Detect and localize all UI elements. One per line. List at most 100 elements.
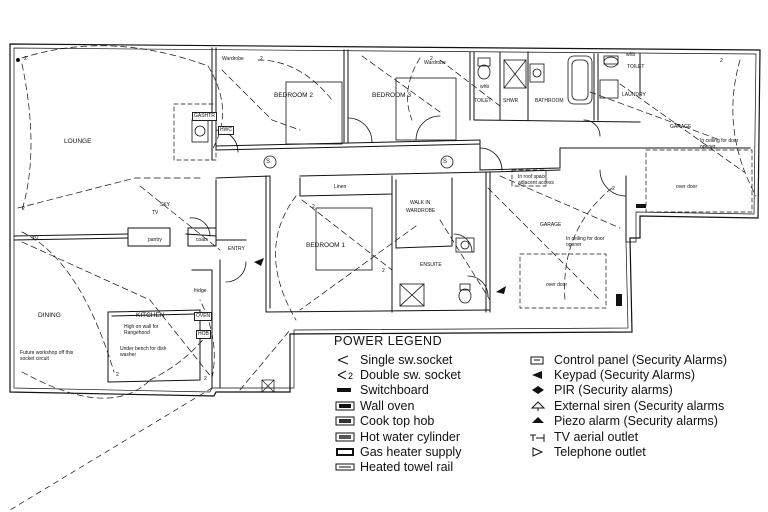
tag-oven: OVEN (194, 312, 213, 321)
note-over-door: over door (546, 282, 568, 288)
legend-item: Single sw.socket (334, 352, 461, 367)
room-label-garage: GARAGE (670, 124, 692, 130)
piezo-alarm-icon (528, 416, 554, 426)
legend-item: Heated towel rail (334, 460, 461, 475)
room-label-garage: GARAGE (540, 222, 562, 228)
double-socket-icon: 2 (334, 370, 360, 380)
legend-title: POWER LEGEND (334, 334, 443, 348)
tag-hob: HOB (196, 330, 211, 339)
legend-item: TV aerial outlet (528, 429, 727, 444)
note-roof-space: In roof space adjacent access (518, 174, 554, 186)
socket-count: 2 (612, 186, 615, 192)
fixtures (191, 55, 619, 307)
legend-item: Wall oven (334, 398, 461, 413)
label-fridge: fridge (194, 288, 207, 294)
legend-item: Cook top hob (334, 414, 461, 429)
note-ceiling-door-opener: In ceiling for door opener (566, 236, 605, 248)
legend-item: Switchboard (334, 383, 461, 398)
note-rangehood: High on wall for Rangehood (124, 324, 159, 336)
label-tv: TV (152, 210, 159, 216)
switch-s-label: S (266, 159, 271, 165)
socket-count: 2 (24, 56, 27, 62)
external-siren-icon (528, 401, 554, 411)
legend-item: Piezo alarm (Security alarms) (528, 414, 727, 429)
switch-s-circle (263, 155, 277, 169)
tag-hwc: HWC (218, 126, 234, 135)
legend-item: Gas heater supply (334, 444, 461, 459)
single-socket-icon (334, 355, 360, 365)
legend-left-column: Single sw.socket 2 Double sw. socket Swi… (334, 352, 461, 475)
pir-icon (528, 385, 554, 395)
room-label-lounge: LOUNGE (64, 138, 92, 145)
note-over-door: over door (676, 184, 698, 190)
hatch-marks (261, 379, 275, 393)
room-label-toilet: TOILET (474, 98, 492, 104)
room-label-dining: DINING (38, 312, 61, 319)
socket-count: 2 (430, 56, 433, 62)
wall-oven-icon (334, 401, 360, 411)
socket-count: 2 (260, 56, 263, 62)
room-label-wardrobe-walkin: WARDROBE (406, 208, 436, 214)
switchboard-icon (334, 385, 360, 395)
hot-water-cylinder-icon (334, 432, 360, 442)
keypad-icon (528, 370, 554, 380)
legend-item: Control panel (Security Alarms) (528, 352, 727, 367)
label-whb: whb (626, 52, 636, 58)
label-tv: TV (32, 236, 39, 242)
legend-item: PIR (Security alarms) (528, 383, 727, 398)
switch-s-label: S (443, 159, 448, 165)
room-label-ensuite: ENSUITE (420, 262, 442, 268)
tag-gas-heater: GASHTR (192, 112, 217, 121)
room-label-bedroom3: BEDROOM 3 (372, 92, 412, 99)
socket-count: 2 (204, 376, 207, 382)
room-label-coats: coats (196, 237, 208, 243)
svg-text:2: 2 (348, 371, 353, 380)
legend-item: Telephone outlet (528, 444, 727, 459)
control-panel-icon (528, 355, 554, 365)
room-label-entry: ENTRY (228, 246, 245, 252)
socket-dot (16, 58, 20, 62)
note-dishwasher: Under bench for dish washer (120, 346, 167, 358)
outer-walls (9, 43, 761, 397)
room-label-walk-in: WALK IN (410, 200, 431, 206)
note-future-workshop: Future workshop off this socket circuit (20, 350, 74, 362)
room-label-toilet: TOILET (627, 64, 645, 70)
socket-count: 2 (312, 204, 315, 210)
legend-item: Hot water cylinder (334, 429, 461, 444)
control-panel-mark (616, 294, 622, 306)
piezo-alarm-icon (496, 286, 506, 294)
piezo-alarm-icon (254, 258, 264, 266)
circuit-wiring (9, 45, 757, 511)
room-label-bedroom1: BEDROOM 1 (306, 242, 346, 249)
legend-item: 2 Double sw. socket (334, 367, 461, 382)
heated-towel-rail-icon (334, 462, 360, 472)
telephone-icon (528, 447, 554, 457)
dashed-boxes (173, 103, 753, 309)
room-label-shwr: SHWR (503, 98, 519, 104)
room-label-wardrobe: Wardrobe (222, 56, 244, 62)
room-label-laundry: LAUNDRY (622, 92, 646, 98)
socket-count: 2 (382, 268, 385, 274)
socket-count: 2 (720, 58, 723, 64)
legend-right-column: Control panel (Security Alarms) Keypad (… (528, 352, 727, 460)
label-whb: whb (480, 84, 490, 90)
switch-s-circle (440, 155, 454, 169)
legend-item: Keypad (Security Alarms) (528, 367, 727, 382)
socket-count: 2 (116, 372, 119, 378)
room-label-wardrobe: Wardrobe (424, 60, 446, 66)
interior-walls (13, 47, 751, 389)
room-label-linen: Linen (334, 184, 347, 190)
tv-aerial-icon (528, 432, 554, 442)
door-swings (189, 115, 627, 297)
socket-count: 2 (22, 206, 25, 212)
room-label-bedroom2: BEDROOM 2 (274, 92, 314, 99)
label-sky: SKY (160, 202, 171, 208)
cook-top-hob-icon (334, 416, 360, 426)
switchboard-mark (636, 204, 646, 208)
gas-heater-icon (334, 447, 360, 457)
legend-item: External siren (Security alarms (528, 398, 727, 413)
room-label-pantry: pantry (148, 237, 162, 243)
room-label-bathroom: BATHROOM (535, 98, 564, 104)
note-ceiling-door-opener: In ceiling for door opener (700, 138, 739, 150)
